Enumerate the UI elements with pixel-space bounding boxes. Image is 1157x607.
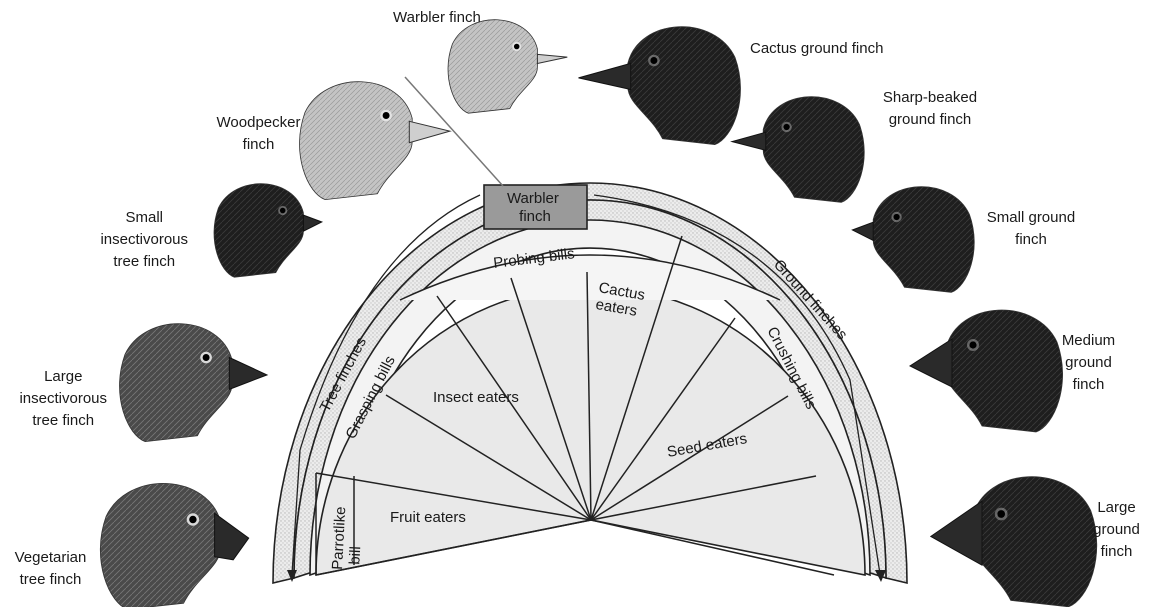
finch-head-sharp-beaked [732,97,864,203]
finch-label-line: Large [44,368,82,385]
finch-label-line: tree finch [20,571,82,588]
finch-label-warbler: Warbler finch [393,9,481,26]
finch-label-large-ground: Large ground finch [1093,499,1140,560]
finch-label-line: Small [125,209,163,226]
eye [969,341,976,348]
eye [514,44,520,50]
finch-head-cactus-ground [579,27,741,145]
finch-label-line: finch [243,136,275,153]
finch-label-large-insectivorous: Large insectivorous tree finch [19,368,107,429]
eye [783,124,789,130]
finch-label-line: finch [1073,376,1105,393]
beak [229,358,267,390]
beak [537,54,567,63]
finch-head-woodpecker [299,82,449,200]
beak [910,339,952,387]
beak [931,501,982,565]
eye [997,510,1005,518]
fruit-eaters-label: Fruit eaters [390,509,466,526]
eye [189,516,196,523]
finch-head-small-ground [852,187,974,293]
beak [215,513,249,560]
finch-label-cactus-ground: Cactus ground finch [750,40,883,57]
beak [409,121,450,142]
beak [852,222,873,240]
finch-label-line: ground [1093,521,1140,538]
finch-label-woodpecker: Woodpecker finch [217,114,301,153]
eye [280,208,286,214]
eye [650,57,657,64]
finch-label-line: Large [1097,499,1135,516]
finch-label-line: tree finch [113,253,175,270]
eye [893,214,899,220]
finch-label-line: ground [1065,354,1112,371]
finch-label-line: Medium [1062,332,1115,349]
parrotlike-line2: bill [346,546,364,565]
beak [579,63,631,89]
finch-head-large-insectivorous [119,324,267,442]
insect-eaters-label: Insect eaters [433,389,519,406]
finch-label-line: insectivorous [100,231,188,248]
finch-label-line: tree finch [32,412,94,429]
finch-label-line: Sharp-beaked [883,89,977,106]
finch-head-warbler [448,20,567,114]
finch-label-line: Cactus ground finch [750,40,883,57]
finch-label-small-insectivorous: Small insectivorous tree finch [100,209,188,270]
finch-head-medium-ground [910,310,1063,432]
finch-label-sharp-beaked: Sharp-beaked ground finch [883,89,977,128]
finch-label-line: finch [1015,231,1047,248]
eye [203,354,210,361]
finch-head-small-insectivorous [214,184,322,278]
finch-label-small-ground: Small ground finch [987,209,1075,248]
warbler-box-line2: finch [519,208,551,225]
beak [732,132,766,150]
finch-head-large-ground [931,477,1097,607]
warbler-box-line1: Warbler [507,190,559,207]
finch-label-line: Warbler finch [393,9,481,26]
finch-label-line: insectivorous [19,390,107,407]
finch-label-line: Small ground [987,209,1075,226]
finch-label-medium-ground: Medium ground finch [1062,332,1115,393]
finch-head-vegetarian [100,483,248,607]
eye [383,112,390,119]
finch-label-vegetarian: Vegetarian tree finch [15,549,87,588]
finch-label-line: finch [1101,543,1133,560]
finch-label-line: Woodpecker [217,114,301,131]
finch-label-line: Vegetarian [15,549,87,566]
finch-label-line: ground finch [889,111,972,128]
beak [303,215,321,231]
